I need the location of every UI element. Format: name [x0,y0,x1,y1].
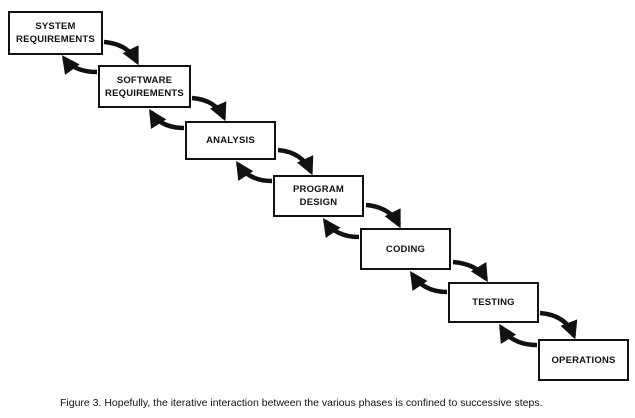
backward-arrow-4 [410,271,448,295]
phase-box-software-requirements: SOFTWARE REQUIREMENTS [98,65,191,108]
phase-label: PROGRAM DESIGN [292,184,344,208]
phase-box-analysis: ANALYSIS [185,121,276,160]
backward-arrow-0 [61,55,98,75]
forward-arrow-0 [103,39,140,66]
phase-box-program-design: PROGRAM DESIGN [273,175,364,217]
backward-arrow-5 [499,323,538,348]
backward-arrow-3 [322,218,360,240]
backward-arrow-2 [236,160,273,184]
phase-box-coding: CODING [360,228,451,270]
phase-box-operations: OPERATIONS [538,339,629,381]
forward-arrow-1 [191,95,227,122]
phase-label: SYSTEM REQUIREMENTS [16,21,95,45]
forward-arrow-2 [277,147,314,176]
phase-box-system-requirements: SYSTEM REQUIREMENTS [8,11,103,55]
forward-arrow-4 [452,259,488,283]
phase-label: ANALYSIS [206,135,255,146]
phase-label: TESTING [472,297,515,308]
forward-arrow-3 [365,202,402,229]
phase-label: CODING [385,243,426,255]
phase-box-testing: TESTING [448,282,539,323]
phase-label: OPERATIONS [551,354,616,366]
forward-arrow-5 [539,310,578,340]
phase-label: SOFTWARE REQUIREMENTS [105,74,184,99]
backward-arrow-1 [149,108,185,131]
figure-caption: Figure 3. Hopefully, the iterative inter… [60,397,543,409]
